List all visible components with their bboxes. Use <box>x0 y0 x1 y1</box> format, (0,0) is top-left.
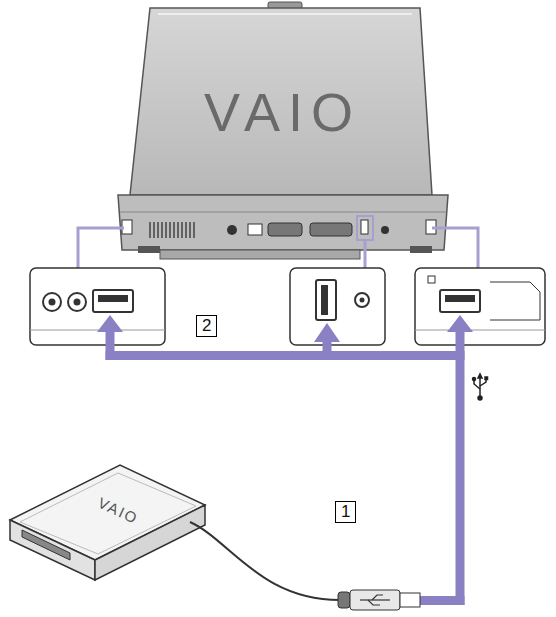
vent-grille <box>165 222 167 238</box>
laptop-base <box>410 246 432 253</box>
port-inset <box>98 295 128 302</box>
vent-grille <box>181 222 183 238</box>
external-drive <box>10 465 205 580</box>
usb-symbol <box>473 378 476 381</box>
leader-line <box>364 240 367 268</box>
connection-arrow <box>106 351 465 360</box>
port-inset <box>30 268 165 345</box>
power-jack <box>381 226 389 234</box>
port-inset <box>321 285 328 315</box>
connection-arrow <box>418 596 465 605</box>
vent-grille <box>150 222 194 238</box>
vga-port <box>268 223 302 236</box>
port-inset <box>316 280 336 320</box>
highlight-frame <box>357 216 373 240</box>
port-inset <box>93 290 133 312</box>
usb-symbol <box>478 396 482 400</box>
port-inset <box>490 282 540 320</box>
usb-plug <box>400 593 420 607</box>
leader-line <box>78 228 124 268</box>
connection-arrow <box>456 331 465 605</box>
port-inset <box>415 268 545 345</box>
port-inset <box>360 298 365 303</box>
leader-line <box>432 228 478 268</box>
laptop-base <box>118 195 448 250</box>
laptop-base <box>120 212 446 213</box>
laptop-base <box>160 250 360 259</box>
audio-jack <box>227 225 237 235</box>
port-inset <box>30 330 165 331</box>
external-drive <box>10 465 205 560</box>
usb-symbol <box>478 374 482 378</box>
port-inset <box>415 268 545 345</box>
port-inset <box>440 290 480 312</box>
laptop-base <box>118 195 448 259</box>
usb-symbol <box>479 378 481 396</box>
vent-grille <box>173 222 175 238</box>
modem-port <box>248 224 262 235</box>
usb-port <box>361 220 368 234</box>
vent-grille <box>177 222 179 238</box>
leader-line <box>78 228 478 268</box>
usb-plug <box>338 590 420 610</box>
vent-grille <box>189 222 191 238</box>
laptop-lid <box>158 13 412 15</box>
vent-grille <box>153 222 155 238</box>
external-drive <box>20 473 196 554</box>
usb-cable <box>190 522 340 600</box>
usb-plug <box>368 600 380 605</box>
usb-plug <box>338 592 350 608</box>
laptop-lid <box>130 2 432 195</box>
connection-arrow <box>314 323 340 342</box>
usb-symbol <box>474 380 480 389</box>
external-drive <box>10 520 95 580</box>
connection-arrow <box>97 315 123 332</box>
vent-grille <box>161 222 163 238</box>
vent-grille <box>185 222 187 238</box>
port-inset <box>290 268 385 345</box>
parallel-port <box>310 223 352 236</box>
port-inset <box>415 330 545 331</box>
vent-grille <box>157 222 159 238</box>
port-inset <box>428 276 435 283</box>
connection-arrow <box>447 315 473 332</box>
connection-arrow <box>97 315 473 605</box>
port-inset <box>49 299 56 306</box>
brand-logo: VAIO <box>204 81 361 143</box>
port-inset <box>355 293 369 307</box>
port-inset <box>30 268 165 345</box>
port-inset <box>68 293 86 311</box>
usb-plug <box>360 595 390 605</box>
port-inset <box>290 268 385 345</box>
usb-plug <box>360 599 390 600</box>
vent-grille <box>149 222 151 238</box>
usb-plug <box>350 590 400 610</box>
laptop-lid <box>130 8 432 195</box>
port-inset <box>74 299 81 306</box>
port-inset <box>43 293 61 311</box>
vent-grille <box>169 222 171 238</box>
usb-symbol <box>473 374 488 400</box>
callout-number: 1 <box>335 501 356 523</box>
laptop-base <box>138 246 160 253</box>
vent-grille <box>193 222 195 238</box>
external-drive <box>22 530 70 560</box>
port-inset <box>445 295 475 302</box>
usb-symbol <box>485 377 488 380</box>
usb-plug <box>372 595 383 600</box>
callout-number: 2 <box>196 315 217 337</box>
